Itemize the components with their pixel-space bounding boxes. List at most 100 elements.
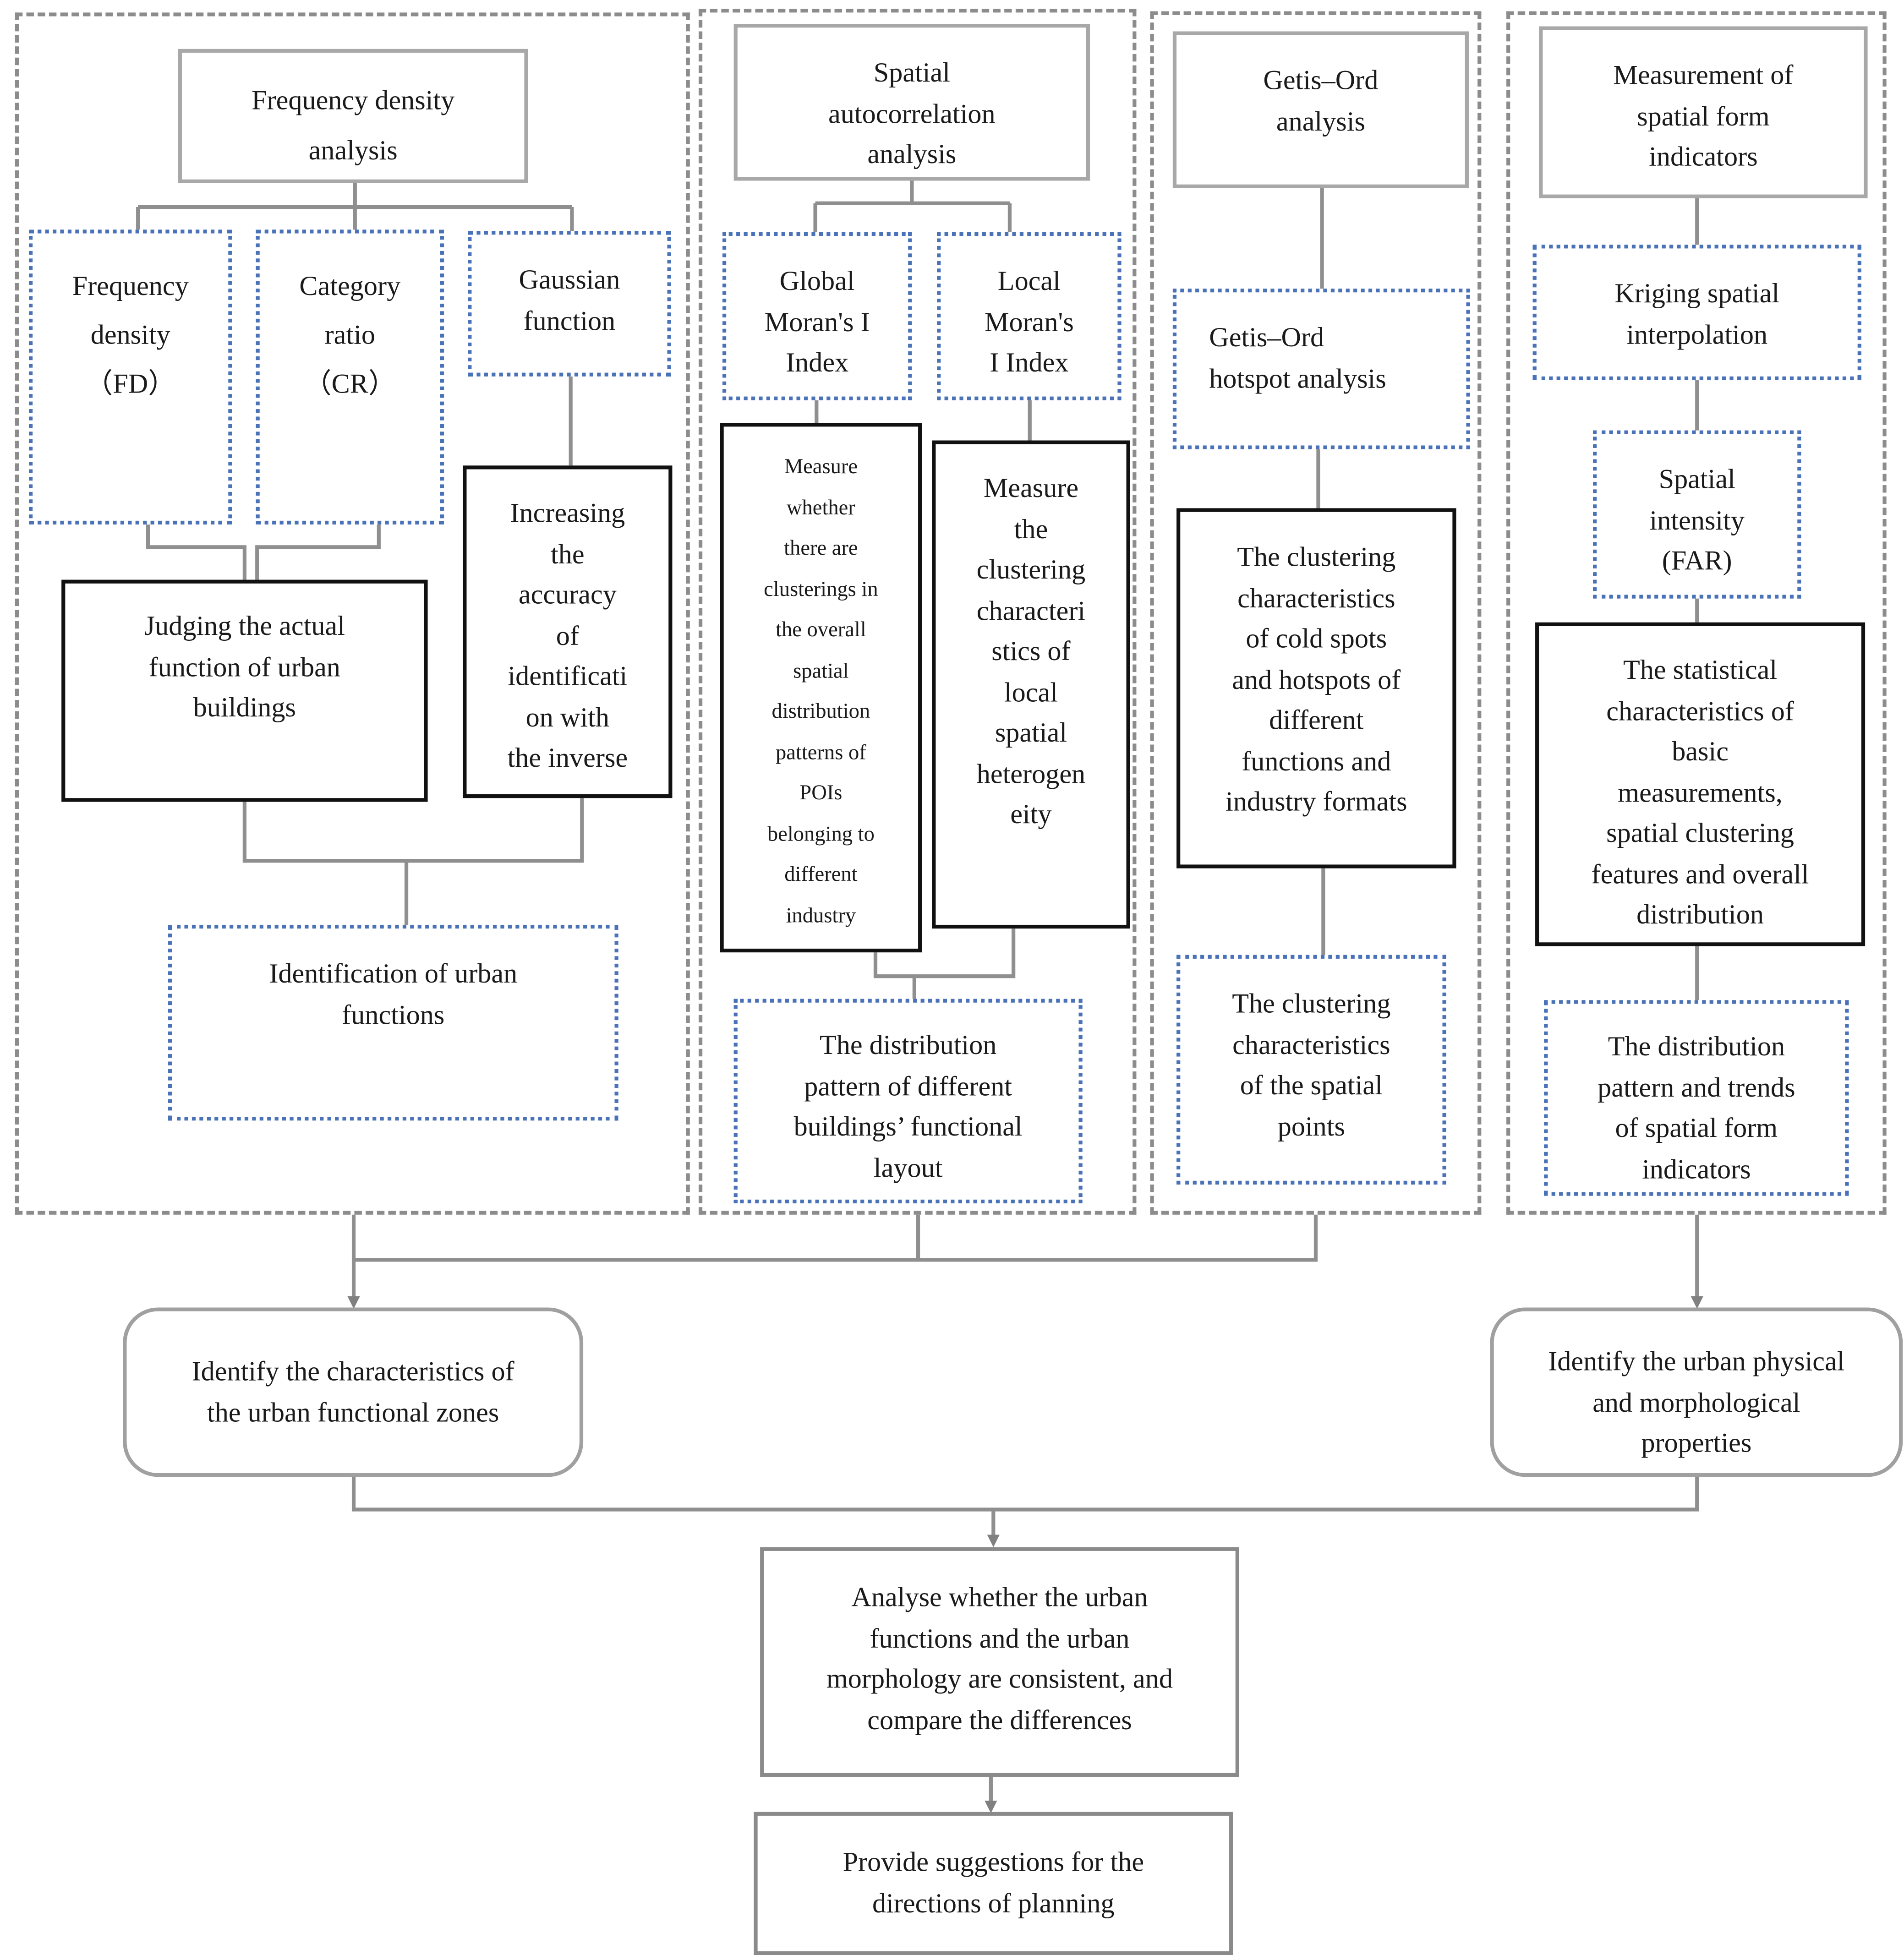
box-text-line: functions and [1242, 744, 1391, 776]
spatial-intensity-far-box: Spatial intensity (FAR) [1593, 430, 1801, 599]
box-text-line: Provide suggestions for the [843, 1846, 1144, 1878]
local-morans-index-box: Local Moran's I Index [937, 232, 1122, 400]
box-text-line: interpolation [1626, 318, 1768, 349]
box-text-line: spatial form [1637, 99, 1770, 131]
measure-local-clustering-box: Measure the clustering characteri stics … [932, 440, 1130, 929]
box-text-line: Getis–Ord [1263, 64, 1379, 96]
panel-frequency-density [15, 12, 690, 1215]
frequency-density-analysis-box: Frequency density analysis [178, 49, 528, 183]
box-text-line: （CR） [304, 367, 396, 399]
box-text-line: buildings [193, 691, 296, 723]
box-text-line: whether [786, 495, 855, 519]
planning-suggestions-box: Provide suggestions for the directions o… [754, 1812, 1233, 1955]
box-text-line: intensity [1649, 503, 1745, 535]
box-text-line: analysis [867, 138, 957, 169]
box-text-line: characteristics [1237, 581, 1395, 613]
box-text-line: stics of [991, 635, 1071, 666]
box-text-line: Kriging spatial [1614, 277, 1780, 309]
spatial-form-indicators-box: Measurement of spatial form indicators [1539, 26, 1868, 198]
panel-getis-ord [1150, 11, 1482, 1215]
box-text-line: （FD） [85, 367, 176, 399]
box-text-line: Judging the actual [144, 610, 345, 641]
statistical-characteristics-box: The statistical characteristics of basic… [1535, 622, 1866, 946]
box-text-line: the inverse [507, 741, 628, 773]
connector [146, 524, 246, 580]
box-text-line: accuracy [518, 578, 617, 610]
box-text-line: the overall [776, 617, 866, 641]
box-text-line: patterns of [775, 739, 866, 764]
box-text-line: morphology are consistent, and [826, 1662, 1173, 1694]
spatial-points-clustering-box: The clustering characteristics of the sp… [1176, 955, 1446, 1185]
box-text-line: function [523, 304, 616, 336]
box-text-line: POIs [799, 780, 843, 804]
box-text-line: compare the differences [867, 1703, 1132, 1735]
judging-actual-function-box: Judging the actual function of urban bui… [61, 579, 428, 802]
box-text-line: heterogen [976, 757, 1086, 789]
box-text-line: analysis [308, 134, 398, 166]
box-text-line: characteristics [1232, 1028, 1390, 1060]
connector [242, 798, 584, 863]
box-text-line: The clustering [1237, 541, 1396, 573]
spatial-autocorrelation-analysis-box: Spatial autocorrelation analysis [733, 24, 1090, 181]
box-text-line: the urban functional zones [207, 1396, 499, 1428]
box-text-line: Increasing [510, 497, 625, 529]
gaussian-function-box: Gaussian function [468, 231, 671, 377]
box-text-line: density [90, 318, 170, 350]
box-text-line: pattern and trends [1598, 1071, 1795, 1103]
box-text-line: belonging to [767, 821, 875, 845]
category-ratio-cr-box: Category ratio （CR） [256, 229, 444, 525]
box-text-line: directions of planning [872, 1886, 1115, 1918]
box-text-line: Category [299, 269, 401, 301]
functional-zones-characteristics-box: Identify the characteristics of the urba… [123, 1307, 584, 1477]
box-text-line: points [1277, 1109, 1345, 1141]
box-text-line: Frequency density [252, 84, 455, 116]
box-text-line: basic [1672, 735, 1729, 767]
box-text-line: eity [1010, 798, 1052, 830]
box-text-line: hotspot analysis [1209, 362, 1386, 393]
box-text-line: The distribution [819, 1029, 997, 1060]
box-text-line: (FAR) [1662, 544, 1732, 576]
panel-spatial-form [1506, 11, 1887, 1215]
box-text-line: spatial clustering [1606, 817, 1794, 848]
box-text-line: local [1004, 676, 1058, 707]
box-text-line: characteristics of [1606, 694, 1794, 726]
box-text-line: Moran's [984, 306, 1074, 337]
box-text-line: Getis–Ord [1209, 321, 1324, 353]
box-text-line: different [1269, 704, 1364, 736]
connector [255, 524, 381, 580]
connector [351, 1214, 1318, 1262]
cold-hot-spots-clustering-box: The clustering characteristics of cold s… [1176, 508, 1456, 868]
box-text-line: The statistical [1623, 654, 1778, 685]
box-text-line: Identify the urban physical [1548, 1345, 1845, 1377]
increasing-accuracy-box: Increasing the accuracy of identificati … [463, 465, 673, 798]
box-text-line: the [551, 537, 585, 569]
box-text-line: Identification of urban [269, 957, 518, 989]
physical-morphological-properties-box: Identify the urban physical and morpholo… [1490, 1307, 1903, 1477]
measure-global-clustering-box: Measure whether there are clusterings in… [720, 423, 922, 953]
box-text-line: The clustering [1232, 987, 1391, 1019]
getis-ord-hotspot-box: Getis–Ord hotspot analysis [1172, 289, 1470, 449]
box-text-line: Measure [784, 454, 858, 478]
box-text-line: Spatial [1658, 463, 1735, 495]
box-text-line: Index [786, 346, 849, 378]
box-text-line: different [784, 862, 858, 886]
analyse-consistency-box: Analyse whether the urban functions and … [760, 1547, 1239, 1777]
box-text-line: Measure [983, 472, 1079, 503]
box-text-line: there are [784, 535, 858, 560]
box-text-line: function of urban [148, 650, 340, 682]
panel-spatial-autocorrelation [698, 9, 1137, 1215]
box-text-line: functions [342, 998, 445, 1030]
box-text-line: autocorrelation [828, 97, 996, 129]
box-text-line: of [556, 619, 579, 651]
box-text-line: The distribution [1608, 1030, 1785, 1062]
box-text-line: Gaussian [519, 263, 620, 295]
box-text-line: buildings’ functional [793, 1110, 1023, 1142]
kriging-interpolation-box: Kriging spatial interpolation [1532, 245, 1861, 381]
identification-urban-functions-box: Identification of urban functions [168, 924, 618, 1121]
box-text-line: ratio [324, 318, 376, 350]
box-text-line: of cold spots [1246, 622, 1387, 654]
box-text-line: indicators [1642, 1152, 1751, 1184]
box-text-line: Moran's I [764, 306, 870, 337]
box-text-line: measurements, [1618, 776, 1783, 808]
